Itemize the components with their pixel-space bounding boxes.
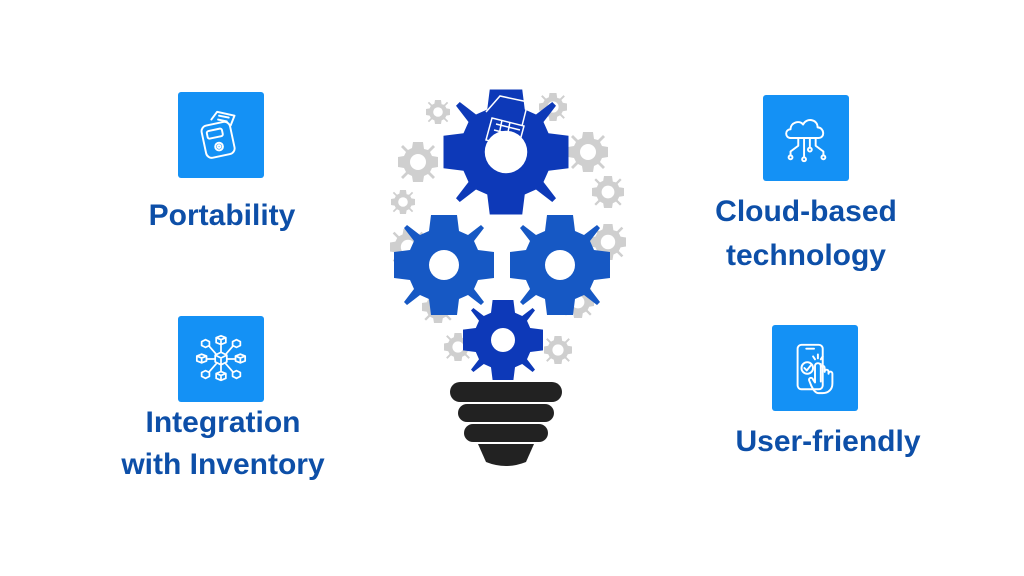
lightbulb-gears-illustration [390,89,626,466]
cube-network-icon [195,334,247,382]
user-friendly-icon-box [772,325,858,411]
touch-screen-icon [796,343,834,395]
portability-icon-box [178,92,264,178]
receipt-printer-icon [200,110,236,159]
cloud-label-line1: Cloud-based [715,195,897,228]
integration-label: Integration with Inventory [100,404,346,484]
bulb-base [450,382,562,466]
cloud-label-line2: technology [725,239,886,272]
integration-label-line2: with Inventory [121,448,325,481]
integration-icon-box [178,316,264,402]
gear-bottom [463,300,543,380]
cloud-icon-box [763,95,849,181]
gear-top [443,89,569,215]
portability-label: Portability [148,199,296,232]
integration-label-line1: Integration [145,406,301,439]
gear-middle-left [394,215,494,315]
cloud-network-icon [785,119,827,163]
printer-sketch [485,95,529,149]
gear-middle-right [510,215,610,315]
user-friendly-label: User-friendly [735,425,921,458]
cloud-label: Cloud-based technology [690,193,922,275]
